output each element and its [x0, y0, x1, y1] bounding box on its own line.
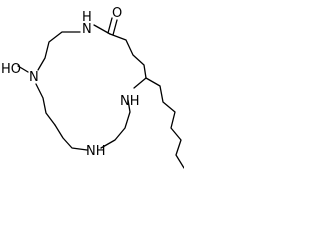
ring-bonds-bottom-right — [100, 99, 131, 149]
carbonyl-o-label: O — [112, 6, 122, 21]
ring-bonds-left-lower — [35, 83, 56, 126]
amide-n-label: N — [82, 22, 92, 37]
amide-n-c-bond — [93, 24, 111, 35]
ring-bonds-upper-left — [37, 31, 81, 71]
ring-bonds-bottom-left — [54, 124, 88, 151]
ring-bonds-upper-right — [109, 33, 147, 79]
amide-h-label: H — [82, 10, 92, 25]
alkyl-chain-bonds — [145, 77, 184, 169]
macrocycle-ring — [35, 17, 147, 151]
ring-nh-right-label: NH — [120, 94, 140, 109]
carbonyl-double-bond-2 — [112, 19, 118, 36]
heptyl-chain — [145, 77, 184, 169]
hydroxy-ho-label: HO — [1, 62, 21, 77]
atom-labels: H N O HO N NH NH — [1, 6, 140, 159]
ring-bonds-right — [133, 77, 147, 89]
chemical-structure: H N O HO N NH NH — [1, 6, 184, 169]
ring-nh-bottom-label: NH — [86, 144, 106, 159]
hydroxy-n-label: N — [29, 70, 39, 85]
carbonyl-double-bond-1 — [107, 17, 113, 34]
n-oh-bond — [17, 65, 29, 73]
